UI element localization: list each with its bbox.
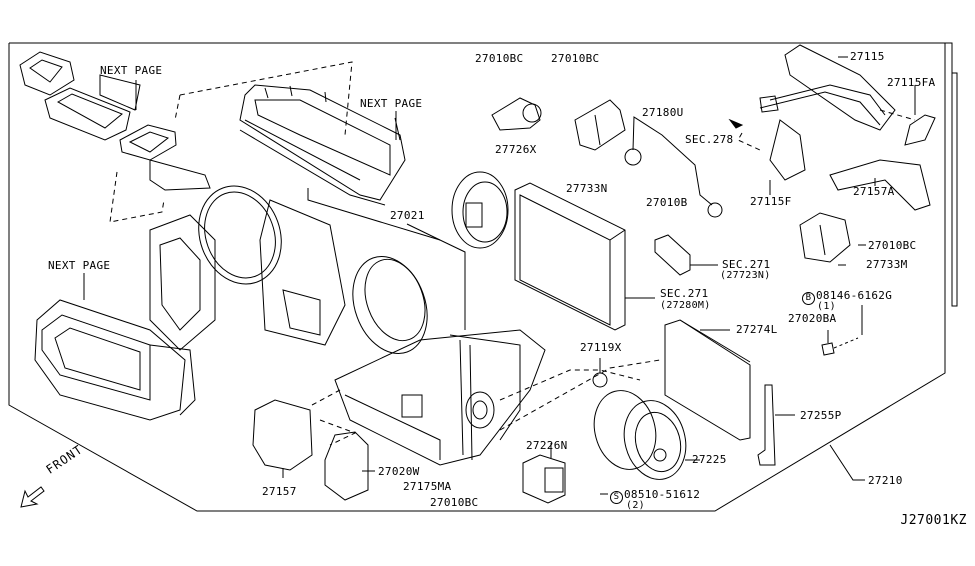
actuator-27733n bbox=[574, 99, 626, 151]
duct-27157a bbox=[829, 159, 931, 211]
heater-unit-main bbox=[334, 256, 546, 466]
screw-s-part: 08510-51612 bbox=[624, 488, 701, 501]
label-sec271b-sub: (27280M) bbox=[660, 300, 711, 311]
label-27210[interactable]: 27210 bbox=[868, 474, 903, 487]
label-27733m[interactable]: 27733M bbox=[866, 258, 908, 271]
label-27115fa[interactable]: 27115FA bbox=[887, 76, 936, 89]
intake-flange bbox=[451, 171, 509, 249]
label-27726x[interactable]: 27726X bbox=[495, 143, 537, 156]
label-27010bc-a[interactable]: 27010BC bbox=[475, 52, 524, 65]
label-bolt-b-qty: (1) bbox=[817, 301, 836, 312]
frame-bottom bbox=[8, 43, 946, 512]
label-27225[interactable]: 27225 bbox=[692, 453, 727, 466]
label-27226n[interactable]: 27226N bbox=[526, 439, 568, 452]
screw-s-symbol-icon: S bbox=[610, 491, 623, 504]
heater-upper-case bbox=[239, 84, 406, 206]
label-27157a[interactable]: 27157A bbox=[853, 185, 895, 198]
bolt-b-part: 08146-6162G bbox=[816, 289, 893, 302]
leader-27021-b bbox=[406, 223, 441, 241]
duct-27115 bbox=[759, 44, 896, 131]
dashed-group-3 bbox=[109, 171, 165, 223]
label-27020ba[interactable]: 27020BA bbox=[788, 312, 837, 325]
duct-upper-left bbox=[19, 51, 211, 191]
label-27175ma[interactable]: 27175MA bbox=[403, 480, 452, 493]
dashed-group-1 bbox=[179, 61, 353, 136]
label-next-page-1[interactable]: NEXT PAGE bbox=[100, 64, 163, 77]
label-next-page-3[interactable]: NEXT PAGE bbox=[48, 259, 111, 272]
dashed-27115fa bbox=[879, 109, 916, 121]
label-27021[interactable]: 27021 bbox=[390, 209, 425, 222]
dashed-heater-blower-1 bbox=[499, 369, 641, 401]
clip-sec271 bbox=[654, 234, 691, 276]
heater-case-left bbox=[149, 185, 346, 351]
dashed-heater-blower-4 bbox=[319, 419, 357, 446]
label-next-page-2[interactable]: NEXT PAGE bbox=[360, 97, 423, 110]
aspirator-27726x bbox=[491, 97, 542, 131]
bolt-b-symbol-icon: B bbox=[802, 292, 815, 305]
pad-27157 bbox=[252, 399, 313, 471]
label-sec271a[interactable]: SEC.271 bbox=[722, 258, 771, 271]
label-screw-s-qty: (2) bbox=[626, 500, 645, 511]
dashed-sec278 bbox=[737, 132, 761, 151]
clip-27020ba bbox=[821, 342, 835, 356]
dashed-heater-blower-2 bbox=[499, 359, 661, 431]
actuator-27733m bbox=[799, 212, 851, 263]
filter-27274l bbox=[664, 319, 751, 441]
front-arrow-icon bbox=[20, 486, 45, 508]
bracket-27115fa bbox=[904, 114, 936, 146]
blower-motor-27225 bbox=[593, 390, 687, 480]
label-27020w[interactable]: 27020W bbox=[378, 465, 420, 478]
label-27010bc-b[interactable]: 27010BC bbox=[551, 52, 600, 65]
label-27010bc-d[interactable]: 27010BC bbox=[430, 496, 479, 509]
label-27010b[interactable]: 27010B bbox=[646, 196, 688, 209]
gear-27180u-a bbox=[624, 148, 642, 166]
arrow-sec278 bbox=[728, 118, 744, 129]
dashed-heater-blower-3 bbox=[311, 389, 341, 406]
label-27180u[interactable]: 27180U bbox=[642, 106, 684, 119]
bracket-27115f bbox=[769, 119, 806, 181]
gear-27180u-b bbox=[707, 202, 723, 218]
resistor-27226n bbox=[522, 454, 566, 504]
evaporator bbox=[514, 182, 626, 331]
label-27255p[interactable]: 27255P bbox=[800, 409, 842, 422]
label-sec271b[interactable]: SEC.271 bbox=[660, 287, 709, 300]
grommet-27119x bbox=[592, 372, 608, 388]
duct-lower-left bbox=[34, 299, 196, 421]
label-sec271a-sub: (27723N) bbox=[720, 270, 771, 281]
label-27115f[interactable]: 27115F bbox=[750, 195, 792, 208]
actuator-27020w bbox=[324, 431, 369, 501]
cover-27255p bbox=[757, 384, 776, 466]
leader-27180u bbox=[632, 116, 713, 206]
label-sec278[interactable]: SEC.278 bbox=[685, 133, 734, 146]
label-27010bc-c[interactable]: 27010BC bbox=[868, 239, 917, 252]
diagram-code: J27001KZ bbox=[900, 513, 967, 528]
leader-27210 bbox=[829, 444, 865, 481]
label-27733n[interactable]: 27733N bbox=[566, 182, 608, 195]
dashed-bolt-b bbox=[833, 337, 859, 349]
frame-outline bbox=[9, 42, 958, 307]
dashed-group-2 bbox=[174, 94, 181, 121]
label-27274l[interactable]: 27274L bbox=[736, 323, 778, 336]
label-27115[interactable]: 27115 bbox=[850, 50, 885, 63]
label-27119x[interactable]: 27119X bbox=[580, 341, 622, 354]
label-27157[interactable]: 27157 bbox=[262, 485, 297, 498]
